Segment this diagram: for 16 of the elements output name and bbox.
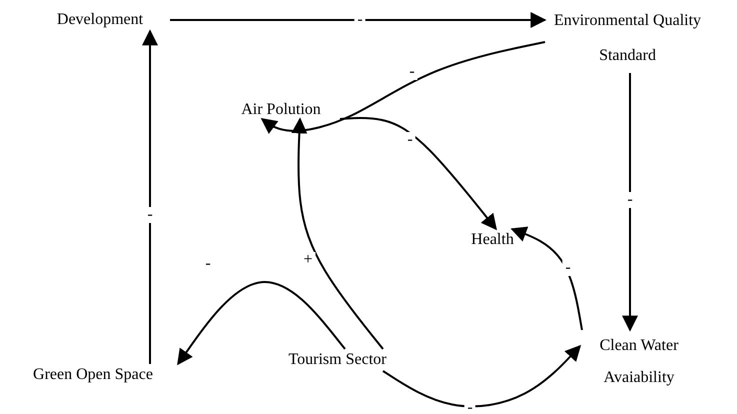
node-label: Environmental Quality Standard: [552, 11, 702, 66]
arrow: [510, 226, 583, 330]
arrow: [170, 12, 547, 28]
arrow: [622, 73, 638, 332]
node-label: Green Open Space: [32, 365, 154, 385]
arrow: [260, 41, 546, 134]
node-label: Air Polution: [240, 101, 322, 119]
arrow: [177, 281, 346, 366]
arrow: [340, 116, 497, 230]
arrow: [142, 29, 158, 364]
node-label: Tourism Sector: [288, 350, 388, 370]
arrow: [291, 117, 384, 350]
node-label: Clean Water Avaiability: [598, 336, 680, 388]
node-label: Health: [470, 230, 515, 250]
node-label: Development: [56, 10, 144, 30]
arrow: [382, 344, 582, 408]
